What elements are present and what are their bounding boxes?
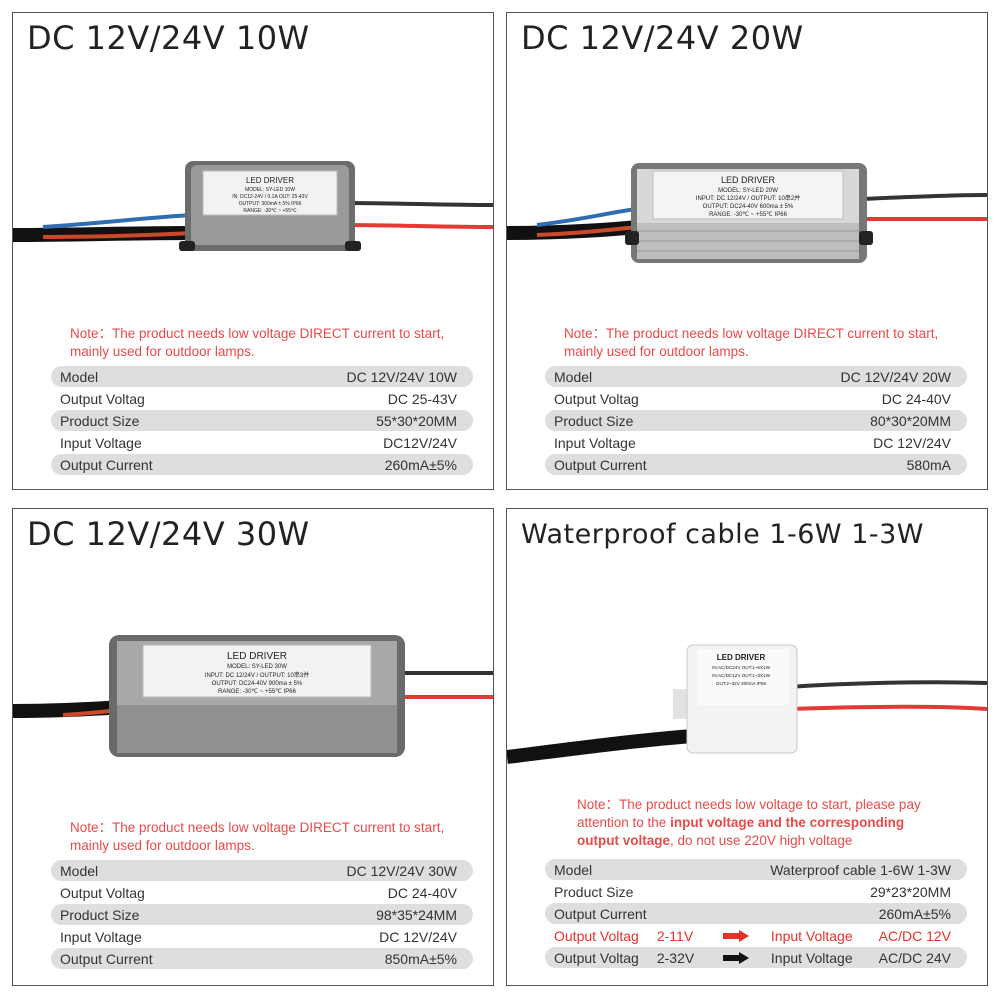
product-note: Note：The product needs low voltage DIREC… [564, 326, 939, 359]
panel-10w: DC 12V/24V 10W LED DRIVER MODEL: SY-LED … [12, 12, 494, 490]
spec-row-voltage-24v: Output Voltag 2-32V Input Voltage AC/DC … [545, 947, 967, 968]
product-image-20w: LED DRIVER MODEL: SY-LED 20W INPUT: DC 1… [507, 163, 987, 263]
label-line: RANGE: -30℃ ~ +55℃ IP66 [218, 689, 297, 695]
label-line: LED DRIVER [721, 175, 776, 185]
label-line: LED DRIVER [227, 651, 287, 662]
arrow-right-icon [722, 951, 749, 964]
label-line: INPUT: DC 12/24V / OUTPUT: 10串3并 [205, 671, 309, 679]
panel-30w: DC 12V/24V 30W LED DRIVER MODEL: SY-LED … [12, 508, 494, 986]
label-line: IN:AC/DC12V OUT:1~3X1W [712, 673, 770, 678]
label-line: OUTPUT: DC24-40V 900ma ± 5% [212, 681, 303, 687]
panel-waterproof-cable: Waterproof cable 1-6W 1-3W LED DRIVER IN… [506, 508, 988, 986]
product-note: Note：The product needs low voltage to st… [577, 797, 921, 848]
panel-title: DC 12V/24V 10W [27, 19, 310, 57]
label-line: RANGE: -30℃ ~ +55℃ [243, 208, 297, 214]
spec-row-voltage-12v: Output Voltag 2-11V Input Voltage AC/DC … [554, 927, 951, 944]
panel-20w: DC 12V/24V 20W LED DRIVER MODEL: SY-LED … [506, 12, 988, 490]
label-line: LED DRIVER [246, 176, 294, 185]
label-line: OUTPUT: 300mA ± 5% IP66 [239, 201, 302, 207]
label-line: OUTPUT: DC24-40V 600ma ± 5% [703, 204, 794, 210]
panel-title: Waterproof cable 1-6W 1-3W [521, 519, 924, 550]
label-line: RANGE: -30℃ ~ +55℃ IP66 [709, 212, 788, 218]
label-line: OUT:2~32V 300mA IP66 [716, 681, 767, 686]
panel-title: DC 12V/24V 20W [521, 19, 804, 57]
product-image-10w: LED DRIVER MODEL: SY-LED 10W IN: DC12-24… [13, 161, 493, 251]
arrow-right-icon [722, 929, 749, 942]
label-line: MODEL: SY-LED 30W [227, 664, 287, 670]
label-line: INPUT: DC 12/24V / OUTPUT: 10串2并 [696, 194, 800, 202]
panel-title: DC 12V/24V 30W [27, 515, 310, 553]
label-line: MODEL: SY-LED 10W [245, 187, 295, 193]
label-line: IN:AC/DC24V OUT:1~6X1W [712, 665, 770, 670]
product-note: Note：The product needs low voltage DIREC… [70, 326, 445, 359]
product-note: Note：The product needs low voltage DIREC… [70, 820, 445, 853]
product-image-30w: LED DRIVER MODEL: SY-LED 30W INPUT: DC 1… [13, 635, 493, 757]
label-line: LED DRIVER [717, 653, 766, 662]
product-image-waterproof: LED DRIVER IN:AC/DC24V OUT:1~6X1W IN:AC/… [507, 644, 987, 764]
label-line: IN: DC12-24V / 0.1A OUT: 25-43V [232, 194, 308, 200]
label-line: MODEL: SY-LED 20W [718, 188, 778, 194]
